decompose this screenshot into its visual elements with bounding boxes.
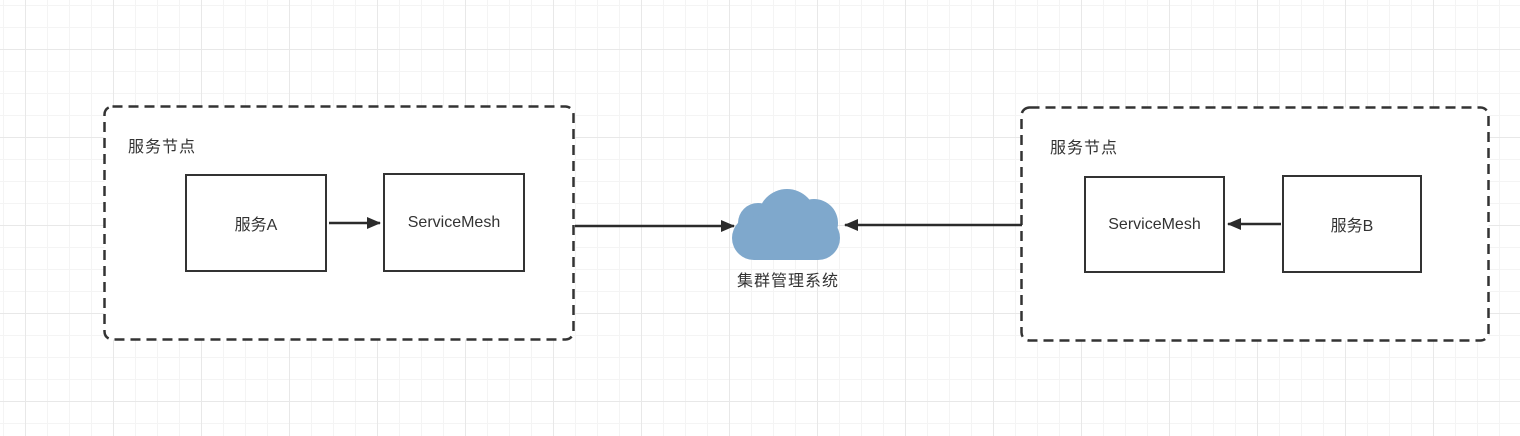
cluster-cloud-label: 集群管理系统 xyxy=(736,273,839,290)
cluster-cloud-icon[interactable] xyxy=(732,189,840,260)
right-group-label: 服务节点 xyxy=(1050,140,1119,157)
service-b-node[interactable]: 服务B xyxy=(1282,175,1422,273)
left-servicemesh-node[interactable]: ServiceMesh xyxy=(383,173,525,272)
service-a-label: 服务A xyxy=(234,217,278,234)
left-group-label: 服务节点 xyxy=(128,139,197,156)
right-servicemesh-node[interactable]: ServiceMesh xyxy=(1084,176,1225,273)
left-servicemesh-label: ServiceMesh xyxy=(407,213,501,231)
service-a-node[interactable]: 服务A xyxy=(185,174,327,272)
right-servicemesh-label: ServiceMesh xyxy=(1108,215,1201,233)
cloud-puff xyxy=(732,216,840,260)
service-b-label: 服务B xyxy=(1330,218,1374,235)
